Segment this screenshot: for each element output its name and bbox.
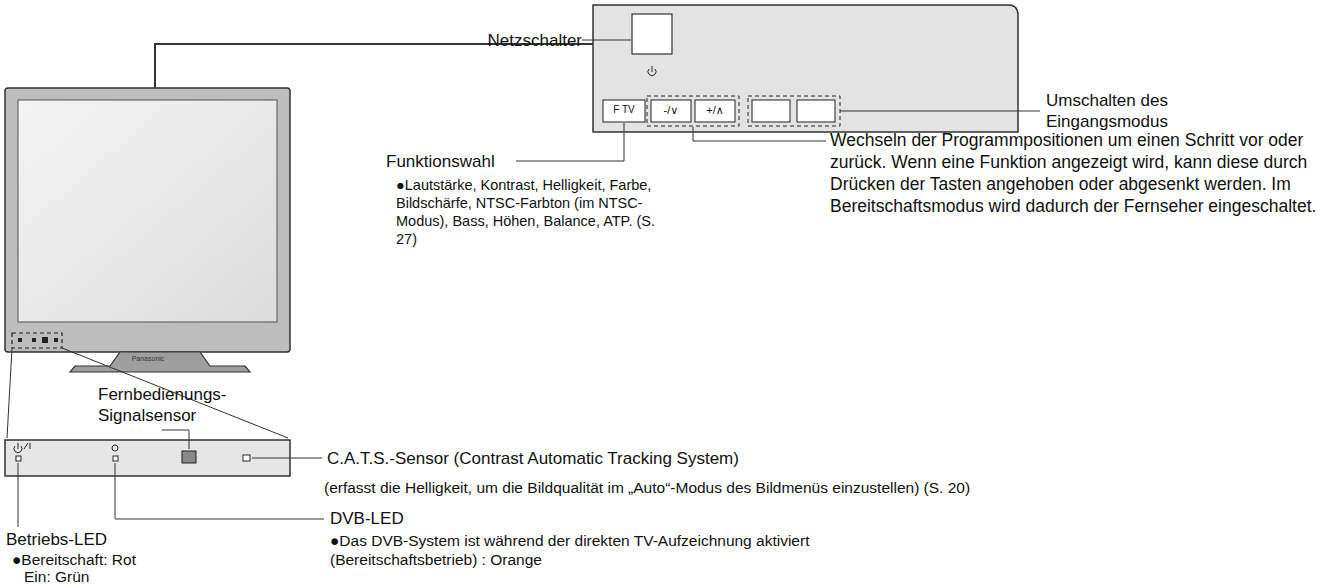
button-group (748, 96, 840, 126)
note: (erfasst die Helligkeit, um die Bildqual… (324, 478, 1224, 497)
panel-highlight (12, 333, 62, 348)
control-panel (593, 5, 1018, 132)
button-text: -/∨ (651, 104, 691, 118)
led-dot (32, 338, 36, 342)
cable (155, 44, 593, 88)
power-symbol (14, 443, 30, 453)
leader-line (516, 123, 624, 161)
part-name: Betriebs-LED (6, 529, 166, 550)
leader-line (582, 40, 631, 41)
remote-sensor (182, 451, 196, 463)
function-button (603, 100, 645, 122)
part-name: Umschalten des Eingangsmodus (1046, 90, 1196, 133)
minus-button (651, 100, 691, 122)
tv-screen (18, 100, 277, 322)
note: ●Lautstärke, Kontrast, Helligkeit, Farbe… (396, 176, 658, 249)
leader-line (18, 463, 19, 527)
button-group (647, 96, 739, 126)
led-dot (18, 338, 22, 342)
dvb-led (113, 456, 118, 461)
note: ●Das DVB-System ist während der direkten… (330, 531, 830, 570)
part-name: C.A.T.S.-Sensor (Contrast Automatic Trac… (327, 448, 927, 469)
part-name: DVB-LED (330, 508, 480, 529)
input-button (752, 100, 790, 122)
note: ●Bereitschaft: Rot (12, 550, 212, 569)
brand-logo: Panasonic (120, 355, 176, 364)
tv-bezel (5, 88, 290, 352)
sensor-panel (5, 440, 290, 476)
part-name: Netzschalter (478, 30, 582, 51)
leader-line (693, 127, 826, 141)
power-symbol (648, 66, 656, 76)
leader-line (840, 111, 1040, 112)
plus-button (695, 100, 735, 122)
power-led (16, 456, 21, 461)
leader-line (115, 463, 324, 519)
dvb-symbol (112, 445, 118, 451)
button-text: F TV (603, 104, 645, 117)
note: Ein: Grün (24, 567, 224, 584)
input-button (797, 100, 835, 122)
button-text: +/∧ (695, 104, 735, 118)
cats-sensor (243, 455, 250, 461)
sensor-dot (54, 338, 58, 342)
power-switch (632, 14, 672, 54)
leader-line (162, 430, 189, 449)
leader-line (252, 458, 322, 459)
part-name: Funktionswahl (386, 151, 516, 172)
leader-line (7, 348, 12, 438)
description: Wechseln der Programmpositionen um einen… (830, 130, 1340, 218)
sensor-dot (42, 337, 48, 343)
leader-line (62, 348, 288, 438)
part-name: Fernbedienungs- Signalsensor (98, 384, 238, 427)
